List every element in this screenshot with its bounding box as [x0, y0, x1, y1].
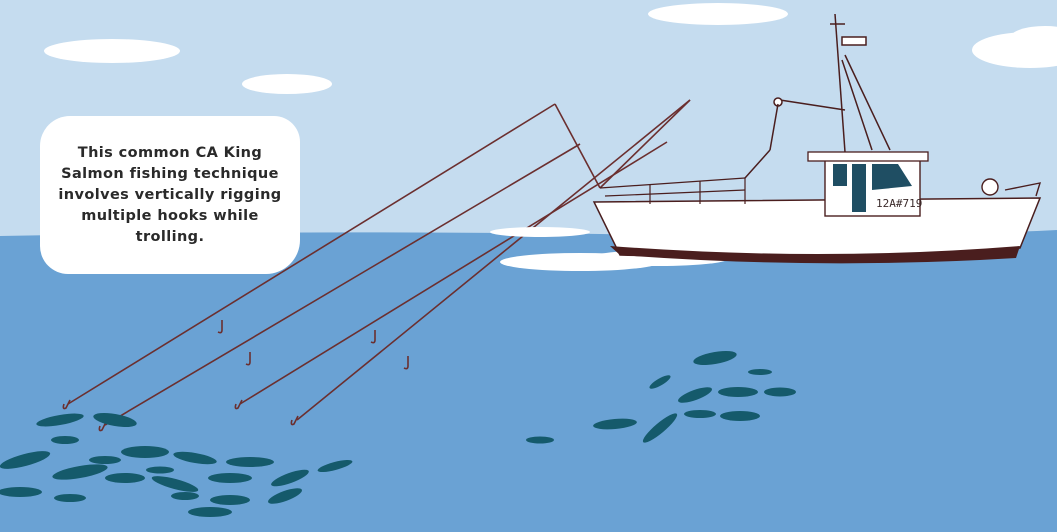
fish-icon: [210, 495, 250, 505]
fish-icon: [54, 494, 86, 502]
cabin-door: [852, 164, 866, 212]
fish-icon: [718, 387, 758, 397]
cabin-window: [833, 164, 847, 186]
fish-icon: [226, 457, 274, 467]
fish-icon: [684, 410, 716, 418]
boat-hull: [594, 198, 1040, 257]
fish-icon: [146, 467, 174, 474]
cloud: [44, 39, 180, 63]
winch-icon: [982, 179, 998, 195]
fish-icon: [526, 437, 554, 444]
caption-text: This common CA King Salmon fishing techn…: [54, 143, 286, 248]
fish-icon: [121, 446, 169, 458]
cloud: [648, 3, 788, 25]
caption-bubble: This common CA King Salmon fishing techn…: [40, 116, 300, 274]
fish-icon: [0, 487, 42, 497]
fish-icon: [171, 492, 199, 500]
hull-number: 12A#719: [876, 197, 922, 210]
fish-icon: [105, 473, 145, 483]
fish-icon: [89, 456, 121, 464]
cloud: [242, 74, 332, 94]
fish-icon: [764, 388, 796, 397]
fish-icon: [720, 411, 760, 421]
fish-icon: [188, 507, 232, 517]
sea: [0, 230, 1057, 532]
fish-icon: [51, 436, 79, 444]
cabin-roof: [808, 152, 928, 161]
fish-icon: [748, 369, 772, 375]
fish-icon: [208, 473, 252, 483]
